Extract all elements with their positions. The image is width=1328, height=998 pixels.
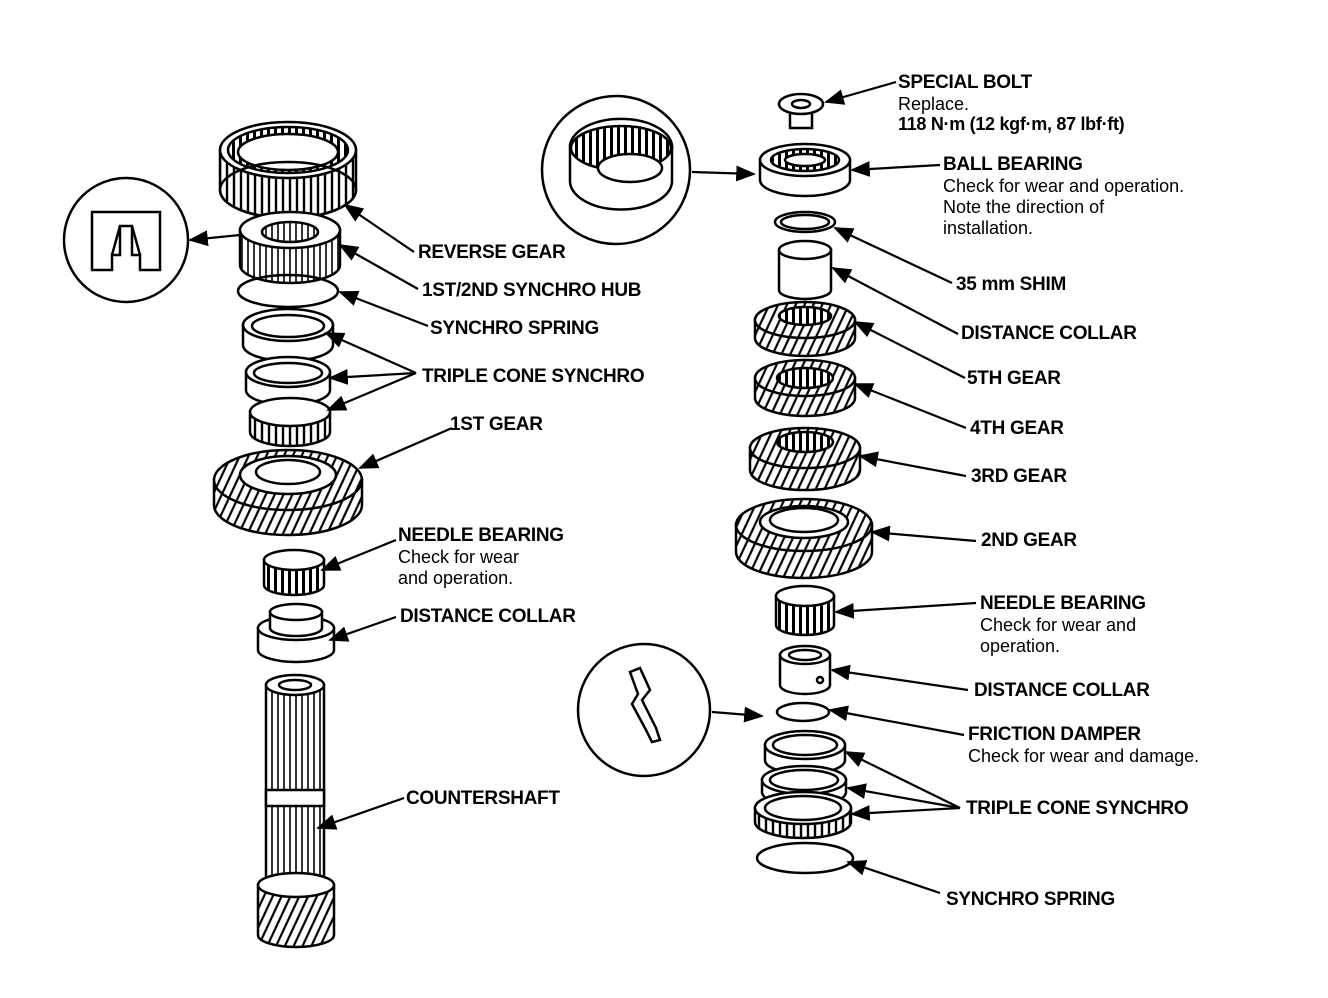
right-synchro-spring (755, 841, 855, 875)
label-first-gear: 1ST GEAR (450, 414, 543, 435)
right-distance-collar-lower (778, 644, 832, 696)
label-friction-damper: FRICTION DAMPER (968, 724, 1141, 745)
left-countershaft (256, 673, 336, 949)
right-friction-damper (775, 701, 831, 723)
note-needle-bearing-left-2: and operation. (398, 568, 514, 588)
left-synchro-hub (238, 210, 342, 285)
right-shim (773, 210, 837, 234)
label-countershaft: COUNTERSHAFT (406, 788, 560, 809)
right-third-gear (748, 426, 862, 492)
left-detail-circle (62, 176, 190, 304)
right-fourth-gear (753, 358, 857, 418)
right-needle-bearing (774, 584, 836, 637)
note-ball-bearing-2: Note the direction of (943, 197, 1105, 217)
note-ball-bearing-3: installation. (943, 218, 1034, 238)
right-ball-bearing (758, 142, 852, 198)
left-needle-bearing (262, 548, 326, 597)
label-needle-bearing-right: NEEDLE BEARING (980, 593, 1146, 614)
left-distance-collar (256, 602, 336, 664)
note-friction-damper: Check for wear and damage. (968, 746, 1200, 766)
right-leader-lines (691, 80, 977, 895)
note-special-bolt-1: Replace. (898, 94, 970, 114)
left-reverse-gear (218, 120, 358, 220)
right-fifth-gear (753, 300, 857, 358)
right-second-gear (734, 497, 874, 580)
label-special-bolt: SPECIAL BOLT (898, 72, 1032, 93)
left-synchro-spring (236, 273, 340, 309)
label-triple-cone-synchro-left: TRIPLE CONE SYNCHRO (422, 366, 645, 387)
label-second-gear: 2ND GEAR (981, 530, 1077, 551)
label-third-gear: 3RD GEAR (971, 466, 1067, 487)
note-needle-bearing-right-2: operation. (980, 636, 1061, 656)
label-triple-cone-synchro-right: TRIPLE CONE SYNCHRO (966, 798, 1189, 819)
right-lower-detail-circle (576, 642, 712, 778)
label-distance-collar-lower: DISTANCE COLLAR (974, 680, 1150, 701)
label-synchro-hub: 1ST/2ND SYNCHRO HUB (422, 280, 642, 301)
label-synchro-spring-right: SYNCHRO SPRING (946, 889, 1115, 910)
label-distance-collar-left: DISTANCE COLLAR (400, 606, 576, 627)
right-special-bolt (777, 92, 825, 130)
left-first-gear (212, 448, 364, 537)
label-shim: 35 mm SHIM (956, 274, 1066, 295)
label-synchro-spring-left: SYNCHRO SPRING (430, 318, 599, 339)
label-distance-collar-upper: DISTANCE COLLAR (961, 323, 1137, 344)
note-special-bolt-2: 118 N·m (12 kgf·m, 87 lbf·ft) (898, 114, 1125, 134)
left-leader-lines (188, 203, 453, 830)
note-needle-bearing-left-1: Check for wear (398, 547, 520, 567)
note-needle-bearing-right-1: Check for wear and (980, 615, 1137, 635)
right-distance-collar-upper (777, 239, 833, 301)
left-triple-cone-synchro (241, 307, 335, 448)
label-reverse-gear: REVERSE GEAR (418, 242, 566, 263)
label-fourth-gear: 4TH GEAR (970, 418, 1064, 439)
label-ball-bearing: BALL BEARING (943, 154, 1083, 175)
note-ball-bearing-1: Check for wear and operation. (943, 176, 1185, 196)
label-fifth-gear: 5TH GEAR (967, 368, 1061, 389)
right-detail-circle (540, 94, 692, 246)
right-triple-cone-synchro (753, 729, 853, 840)
label-needle-bearing-left: NEEDLE BEARING (398, 525, 564, 546)
